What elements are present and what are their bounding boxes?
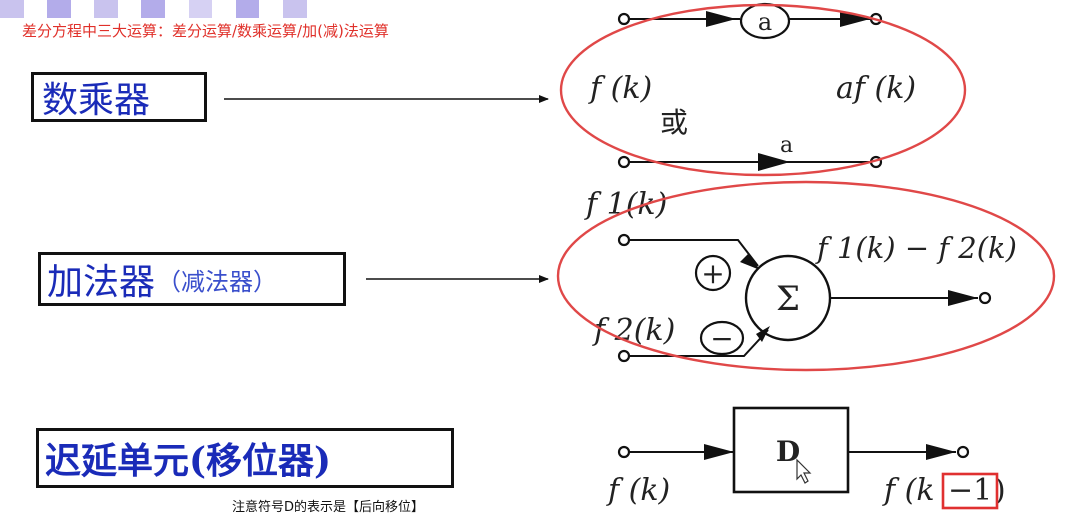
input-node-icon [617,233,631,247]
delay-output-prefix: f (k [882,473,935,508]
delay-label: 迟延单元(移位器) [45,440,332,482]
adder-label-box: 加法器 （减法器） [38,252,346,306]
arrow-head-icon [756,326,770,342]
delay-block-label: D [776,435,800,468]
arrow-head-icon [926,444,956,460]
gain-symbol: a [758,8,772,36]
arrow-head-icon [704,444,734,460]
plus-sign-circle [694,254,732,292]
output-node-icon [978,291,992,305]
multiplier-label-box: 数乘器 [31,72,207,122]
delay-highlight-box [941,472,999,510]
input-node-icon [617,349,631,363]
multiplier-highlight-ellipse [559,3,967,177]
delay-output-suffix: ) [994,473,1006,508]
multiplier-input-label: f (k) [588,71,652,106]
delay-label-box: 迟延单元(移位器) [36,428,454,488]
multiplier-label: 数乘器 [42,80,151,121]
subtractor-label: （减法器） [157,267,278,296]
adder-output-label: f 1(k) − f 2(k) [815,231,1017,265]
minus-sign: − [710,322,733,355]
delay-input-label: f (k) [606,473,670,508]
sum-symbol: Σ [776,279,800,319]
minus-sign-circle [699,320,745,356]
line-gain-label: a [780,133,793,158]
arrow-head-icon [740,254,760,270]
input-node-icon [617,445,631,459]
output-node-icon [956,445,970,459]
arrow-head-icon [706,11,736,27]
arrow-head-icon [840,11,870,27]
delay-note: 注意符号D的表示是【后向移位】 [232,500,425,515]
input-node-icon [617,12,631,26]
adder-diagram: f 1(k) + Σ f 2(k) − f 1(k) − f 2(k) [556,180,1056,372]
adder-label: 加法器 [47,262,156,303]
adder-input1-label: f 1(k) [584,187,667,222]
delay-diagram: D f (k) f (k −1 ) [606,406,1006,510]
slide-header: 差分方程中三大运算：差分运算/数乘运算/加(减)法运算 [22,22,389,40]
plus-sign: + [701,257,724,290]
input-node-icon [617,155,631,169]
multiplier-output-label: af (k) [836,71,916,106]
delay-block [732,406,850,494]
or-word: 或 [660,106,688,139]
arrow-head-icon [758,153,790,171]
multiplier-diagram: a f (k) af (k) 或 a [559,2,967,177]
decorative-strip [0,0,331,18]
arrow-head-icon [948,290,978,306]
mouse-cursor-icon [796,458,812,484]
adder-highlight-ellipse [556,180,1056,372]
delay-output-highlight: −1 [948,473,992,508]
